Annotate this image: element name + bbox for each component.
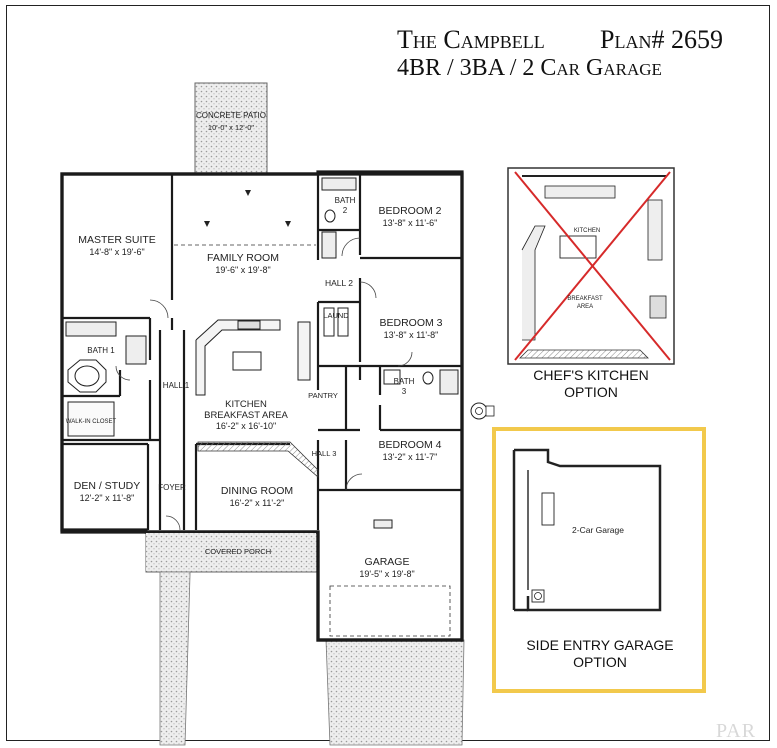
bedroom4-dims: 13'-2" x 11'-7" xyxy=(383,452,438,462)
bath1-label: BATH 1 xyxy=(87,346,115,355)
patio-dims: 10'-0" x 12'-0" xyxy=(208,123,254,132)
porch-label-2: COVERED PORCH xyxy=(205,547,271,556)
chefs-kitchen-caption-line2: OPTION xyxy=(564,384,618,400)
walkin-label: WALK-IN CLOSET xyxy=(66,419,117,425)
home-name: The Campbell xyxy=(397,25,545,54)
driveway xyxy=(325,639,465,746)
side-garage-caption: SIDE ENTRY GARAGE OPTION xyxy=(500,637,700,671)
side-garage-caption-line1: SIDE ENTRY GARAGE xyxy=(526,637,674,653)
pantry-label: PANTRY xyxy=(308,391,338,400)
patio-slab xyxy=(194,82,268,174)
kitchen-label: KITCHEN xyxy=(225,399,267,410)
kitchen-island xyxy=(232,351,262,371)
chefs-kitchen-caption: CHEF'S KITCHEN OPTION xyxy=(506,367,676,401)
inset-breakfast-label: BREAKFAST xyxy=(567,296,603,302)
bedroom3-label: BEDROOM 3 xyxy=(379,317,442,329)
master-dims: 14'-8" x 19'-6" xyxy=(89,247,144,257)
laundry-label: LAUND xyxy=(323,311,349,320)
bedroom3-dims: 13'-8" x 11'-8" xyxy=(384,330,439,340)
foyer-label: FOYER xyxy=(158,483,186,492)
inset-area-label: AREA xyxy=(577,304,593,310)
master-label: MASTER SUITE xyxy=(78,234,156,246)
family-dims: 19'-6" x 19'-8" xyxy=(215,265,270,275)
side-garage-inset: 2-Car Garage xyxy=(512,448,662,612)
side-garage-highlight xyxy=(492,427,706,693)
plan-title: The Campbell Plan# 2659 xyxy=(397,25,723,54)
garage-label: GARAGE xyxy=(365,556,410,568)
chefs-kitchen-inset: KITCHEN BREAKFAST AREA xyxy=(507,167,675,365)
bedroom2-label: BEDROOM 2 xyxy=(378,205,441,217)
patio-label: CONCRETE PATIO xyxy=(196,111,266,120)
watermark: PAR xyxy=(716,720,757,742)
breakfast-label: BREAKFAST AREA xyxy=(204,410,288,421)
dining-dims: 16'-2" x 11'-2" xyxy=(230,498,285,508)
bath2-label: BATH xyxy=(335,196,356,205)
bath2-num: 2 xyxy=(343,206,348,215)
chefs-kitchen-caption-line1: CHEF'S KITCHEN xyxy=(533,367,649,383)
hall2-label: HALL 2 xyxy=(325,278,353,288)
plan-number: Plan# 2659 xyxy=(600,25,723,54)
bath3-num: 3 xyxy=(402,387,407,396)
den-label: DEN / STUDY xyxy=(74,480,141,492)
inset-kitchen-label: KITCHEN xyxy=(574,228,600,234)
garage-dims: 19'-5" x 19'-8" xyxy=(359,569,414,579)
bedroom2-dims: 13'-8" x 11'-6" xyxy=(383,218,438,228)
hall3-label: HALL 3 xyxy=(312,449,337,458)
bath3-label: BATH xyxy=(394,377,415,386)
dining-label: DINING ROOM xyxy=(221,485,293,497)
side-garage-caption-line2: OPTION xyxy=(573,654,627,670)
garage-door-outline xyxy=(329,585,451,637)
plan-specs: 4BR / 3BA / 2 Car Garage xyxy=(397,55,662,81)
bedroom4-label: BEDROOM 4 xyxy=(378,439,441,451)
den-dims: 12'-2" x 11'-8" xyxy=(80,493,135,503)
front-walk xyxy=(159,571,191,746)
kitchen-dims: 16'-2" x 16'-10" xyxy=(216,421,276,431)
inset-garage-label: 2-Car Garage xyxy=(572,525,624,535)
hall1-label: HALL 1 xyxy=(163,381,190,390)
family-label: FAMILY ROOM xyxy=(207,252,279,264)
dining-counter xyxy=(197,441,319,478)
